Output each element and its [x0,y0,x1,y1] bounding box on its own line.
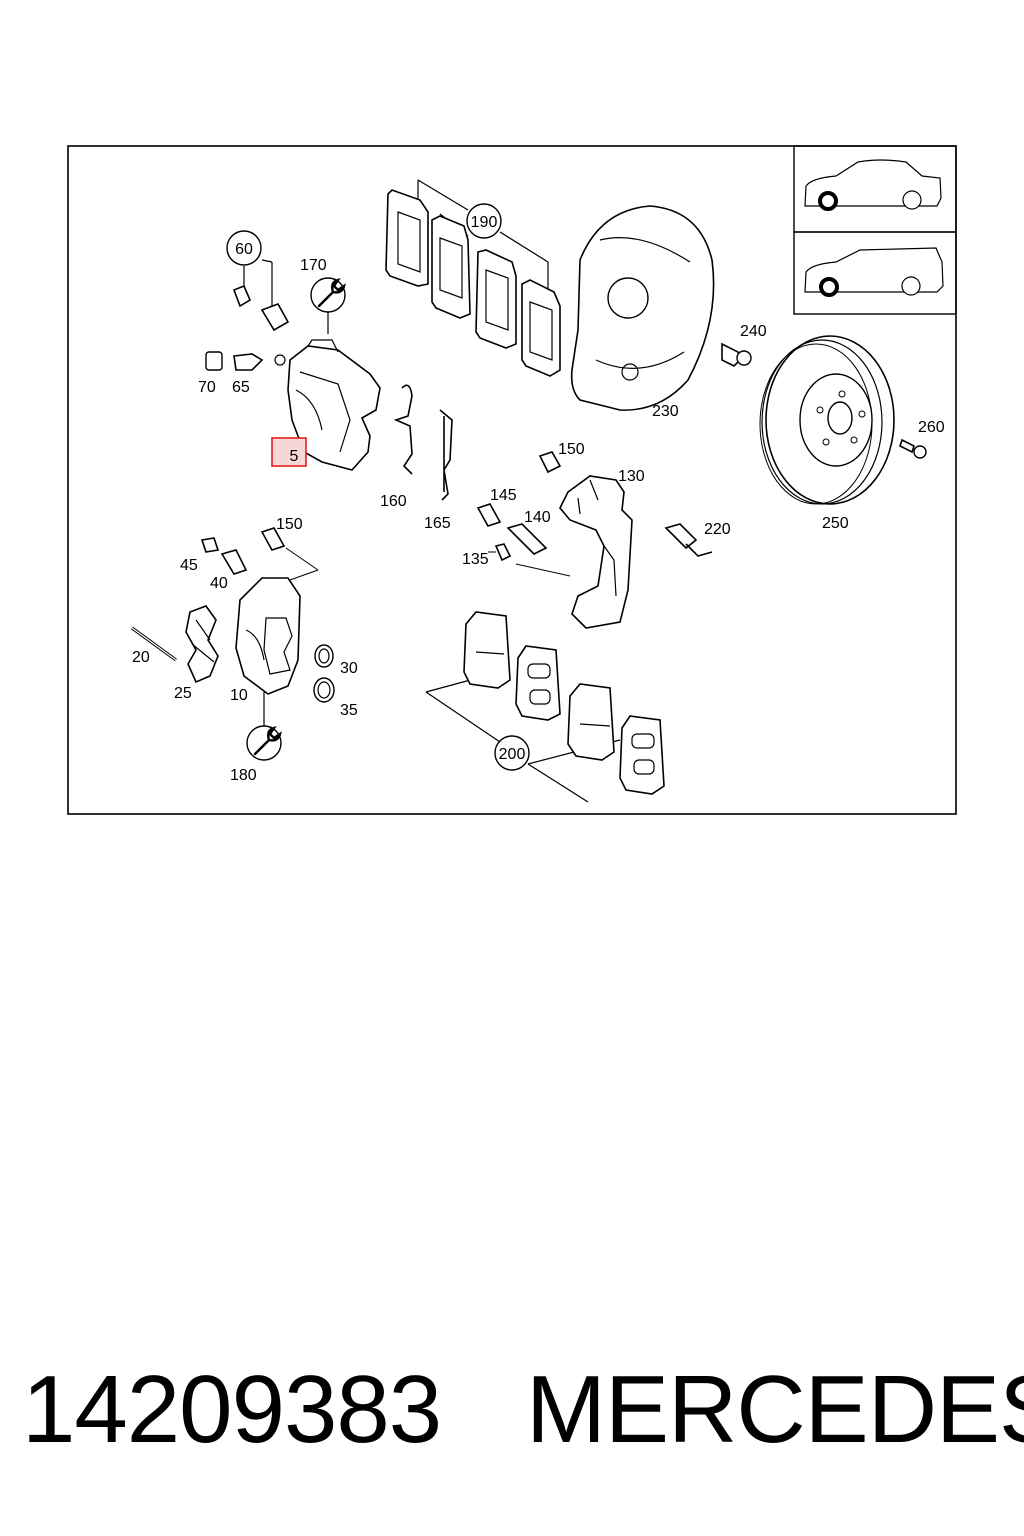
seal-30: 30 [314,644,358,677]
label-145: 145 [490,487,517,504]
label-60: 60 [235,241,253,258]
diagram-frame [67,145,957,815]
seal-35: 35 [313,677,358,719]
label-65: 65 [232,379,250,396]
dust-shield-230: 230 [570,205,715,420]
bolt-240: 240 [721,323,767,367]
callout-180: 180 [230,692,282,784]
label-40: 40 [210,575,228,592]
label-190: 190 [471,214,498,231]
label-10: 10 [230,687,248,704]
callout-170: 170 [300,257,346,334]
label-25: 25 [174,685,192,702]
label-200: 200 [499,746,526,763]
label-165: 165 [424,515,451,532]
screw-260: 260 [899,419,945,459]
bolt-145: 145 [476,487,517,527]
label-45: 45 [180,557,198,574]
wrench-icon [317,278,346,308]
label-35: 35 [340,702,358,719]
caliper-5 [274,339,381,471]
caliper-bracket-130: 130 [559,468,645,629]
part-number: 14209383 [22,1356,442,1463]
pin-135: 135 [462,543,571,577]
label-140: 140 [524,509,551,526]
label-20: 20 [132,649,150,666]
brake-pad-set-200 [463,611,665,795]
label-150b: 150 [276,516,303,533]
label-260: 260 [918,419,945,436]
label-220: 220 [704,521,731,538]
callout-200: 200 [425,671,621,803]
estate-icon [804,247,944,297]
brake-disc-250: 250 [759,335,895,532]
label-150a: 150 [558,441,585,458]
label-230: 230 [652,403,679,420]
label-180: 180 [230,767,257,784]
bolt-150-top: 150 [538,441,585,474]
vehicle-inset [793,145,957,315]
spring-plate-25: 25 [174,605,219,702]
sedan-icon [804,159,942,211]
pin-140: 140 [506,509,551,555]
label-170: 170 [300,257,327,274]
label-250: 250 [822,515,849,532]
highlighted-part-label: 5 [271,437,307,467]
bleed-screw-40-45: 45 40 [180,537,248,592]
label-30: 30 [340,660,358,677]
clip-165: 165 [424,409,453,532]
caliper-10: 10 [230,577,301,704]
callout-60: 60 [226,230,273,306]
label-160: 160 [380,493,407,510]
small-parts-60-65-70: 70 65 [198,284,290,396]
bolt-150-lower: 150 [260,516,319,581]
spring-160: 160 [380,384,413,510]
pin-20: 20 [131,626,177,666]
wear-sensor-220: 220 [664,521,731,557]
label-135: 135 [462,551,489,568]
label-5: 5 [290,448,299,465]
label-70: 70 [198,379,216,396]
label-240: 240 [740,323,767,340]
label-130: 130 [618,468,645,485]
brand-name: MERCEDES [526,1356,1024,1463]
brake-pad-set-190 [385,189,561,377]
wrench-icon [253,726,282,756]
